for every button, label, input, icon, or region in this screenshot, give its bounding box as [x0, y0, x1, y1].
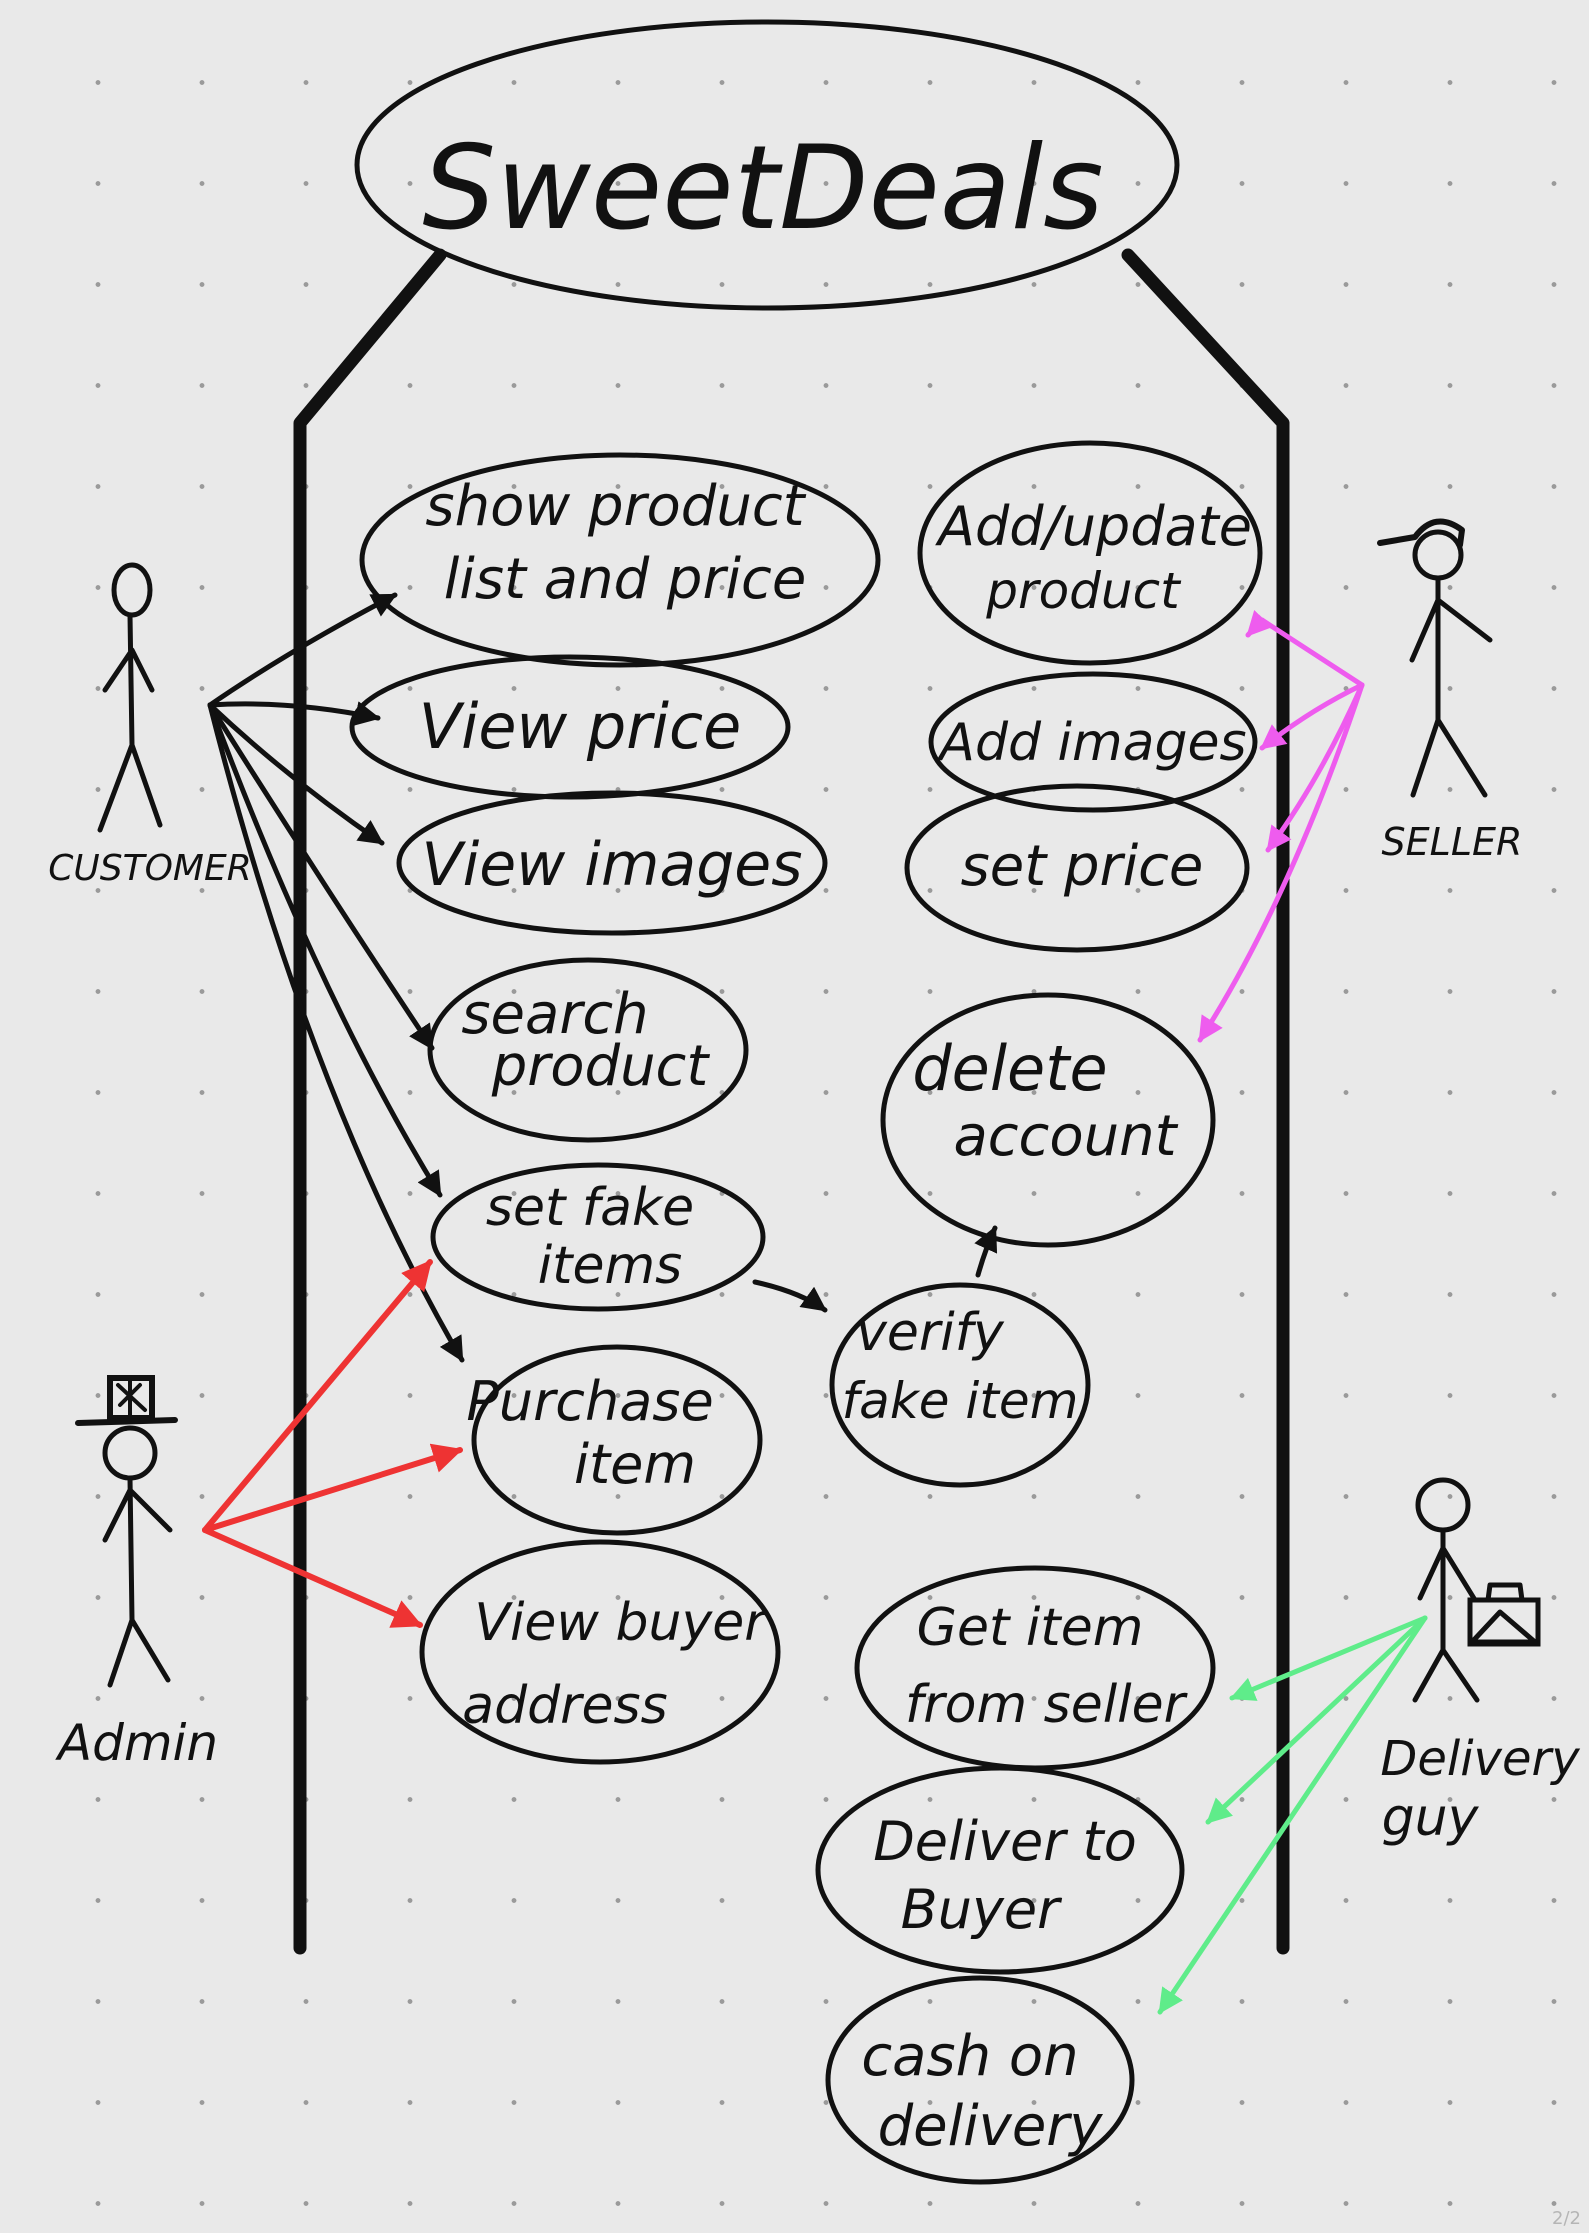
use-case-label: Add images [936, 713, 1246, 773]
seller-associations [1197, 610, 1365, 1043]
use-case-add-images[interactable]: Add images [928, 671, 1258, 813]
use-case-label: from seller [905, 1675, 1189, 1735]
use-case-label: delivery [878, 2094, 1104, 2159]
actor-label: CUSTOMER [48, 848, 251, 889]
actor-label: Delivery [1380, 1731, 1580, 1787]
actor-seller: SELLER [1377, 518, 1523, 864]
use-case-label: Add/update [935, 495, 1252, 558]
actor-label: guy [1382, 1788, 1480, 1848]
system-boundary [293, 248, 1290, 1955]
actor-label: Admin [55, 1714, 218, 1772]
use-case-view-price[interactable]: View price [349, 654, 791, 800]
use-case-cash-on-delivery[interactable]: cash on delivery [825, 1975, 1135, 2185]
use-case-view-buyer-address[interactable]: View buyer address [419, 1539, 781, 1765]
use-case-search-product[interactable]: search product [427, 957, 749, 1143]
use-case-label: list and price [444, 547, 807, 612]
page-indicator: 2/2 [1552, 2208, 1581, 2229]
use-case-label: delete [912, 1032, 1107, 1105]
use-case-label: items [538, 1236, 683, 1296]
admin-associations [202, 1259, 463, 1628]
use-case-label: account [953, 1104, 1178, 1169]
actor-label: SELLER [1382, 820, 1523, 864]
use-case-label: set price [961, 834, 1204, 899]
stick-figure-icon [1412, 1477, 1541, 1703]
actor-customer: CUSTOMER [48, 562, 252, 889]
use-case-view-images[interactable]: View images [396, 790, 828, 936]
briefcase-icon [1467, 1582, 1541, 1647]
use-case-label: Deliver to [873, 1810, 1137, 1873]
actor-delivery-guy: Delivery guy [1380, 1477, 1580, 1848]
use-case-delete-account[interactable]: delete account [880, 992, 1216, 1248]
use-case-add-update-product[interactable]: Add/update product [917, 440, 1263, 666]
use-case-label: Buyer [901, 1878, 1062, 1941]
use-case-set-price[interactable]: set price [904, 783, 1250, 953]
use-case-label: View buyer [474, 1593, 769, 1653]
use-case-get-item-from-seller[interactable]: Get item from seller [854, 1565, 1216, 1771]
use-case-label: cash on [861, 2024, 1078, 2089]
use-case-label: Get item [917, 1598, 1144, 1658]
use-case-label: Purchase [466, 1370, 713, 1433]
use-case-deliver-to-buyer[interactable]: Deliver to Buyer [815, 1765, 1185, 1975]
use-case-label: search [461, 982, 648, 1047]
use-case-label: fake item [842, 1372, 1079, 1430]
stick-figure-icon [75, 1375, 178, 1688]
use-case-verify-fake-item[interactable]: verify fake item [829, 1282, 1091, 1488]
stick-figure-icon [1377, 518, 1493, 798]
use-case-label: verify [856, 1303, 1005, 1363]
actor-admin: Admin [55, 1375, 218, 1772]
use-case-set-fake-items[interactable]: set fake items [430, 1162, 766, 1312]
use-case-label: View images [422, 830, 803, 900]
stick-figure-icon [97, 562, 163, 833]
use-case-label: View price [419, 690, 742, 763]
system-title: SweetDeals [354, 19, 1180, 311]
use-case-label: set fake [486, 1178, 694, 1238]
system-title-text: SweetDeals [422, 121, 1103, 256]
use-case-label: show product [425, 474, 806, 539]
use-case-label: product [491, 1034, 711, 1099]
use-case-purchase-item[interactable]: Purchase item [466, 1344, 763, 1536]
use-case-label: item [574, 1433, 696, 1496]
use-case-label: address [462, 1676, 667, 1736]
delivery-associations [1157, 1615, 1428, 2015]
use-case-show-product[interactable]: show product list and price [359, 452, 881, 668]
use-case-label: product [985, 562, 1182, 620]
